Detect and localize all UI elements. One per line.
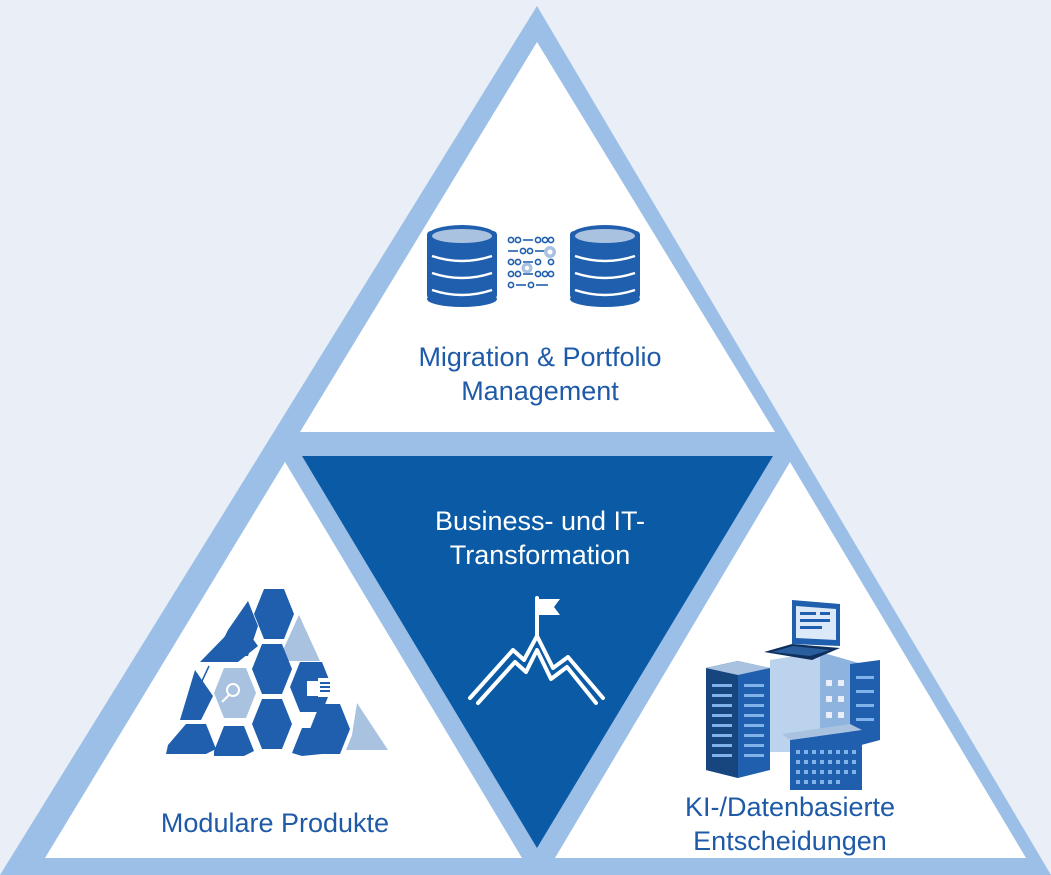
data-connection-icon [507, 236, 555, 289]
hexagon-tile [346, 703, 388, 750]
laptop-icon [764, 600, 840, 660]
tower-right-icon [850, 660, 880, 748]
section-label-line: Entscheidungen [693, 826, 887, 856]
hexagon-tile [252, 644, 292, 694]
hexagon-tile [254, 589, 294, 639]
section-label-line: KI-/Datenbasierte [684, 792, 896, 822]
database-left-icon [427, 225, 497, 307]
hexagon-tile [278, 615, 320, 661]
hexagon-tile [214, 668, 256, 718]
section-label-line: Transformation [449, 540, 631, 570]
hexagon-tile [166, 724, 216, 754]
hexagon-tile [292, 728, 332, 756]
hexagon-tile [214, 726, 254, 756]
documents-icon [307, 678, 332, 697]
section-label-line: Migration & Portfolio [418, 342, 662, 372]
section-label-decisions: KI-/Datenbasierte Entscheidungen [620, 790, 960, 858]
mountain-flag-icon [468, 596, 605, 705]
hexagon-pyramid-icon [166, 589, 388, 756]
section-label-transformation: Business- und IT- Transformation [340, 504, 740, 572]
section-label-line: Management [461, 376, 619, 406]
database-migration-icon [427, 225, 640, 307]
section-label-products: Modulare Produkte [100, 806, 450, 840]
gear-icon [521, 246, 556, 274]
section-label-migration: Migration & Portfolio Management [340, 340, 740, 408]
hexagon-tile [200, 621, 258, 662]
tower-front-icon [782, 724, 862, 790]
hexagon-tile [180, 670, 213, 720]
hexagon-tile [252, 699, 292, 749]
tower-left-icon [706, 661, 770, 778]
database-right-icon [570, 225, 640, 307]
buildings-laptop-icon [706, 600, 880, 790]
hexagon-outline [195, 665, 210, 695]
section-label-line: Modulare Produkte [160, 808, 390, 838]
section-label-line: Business- und IT- [434, 506, 646, 536]
magnifier-icon [221, 683, 240, 703]
